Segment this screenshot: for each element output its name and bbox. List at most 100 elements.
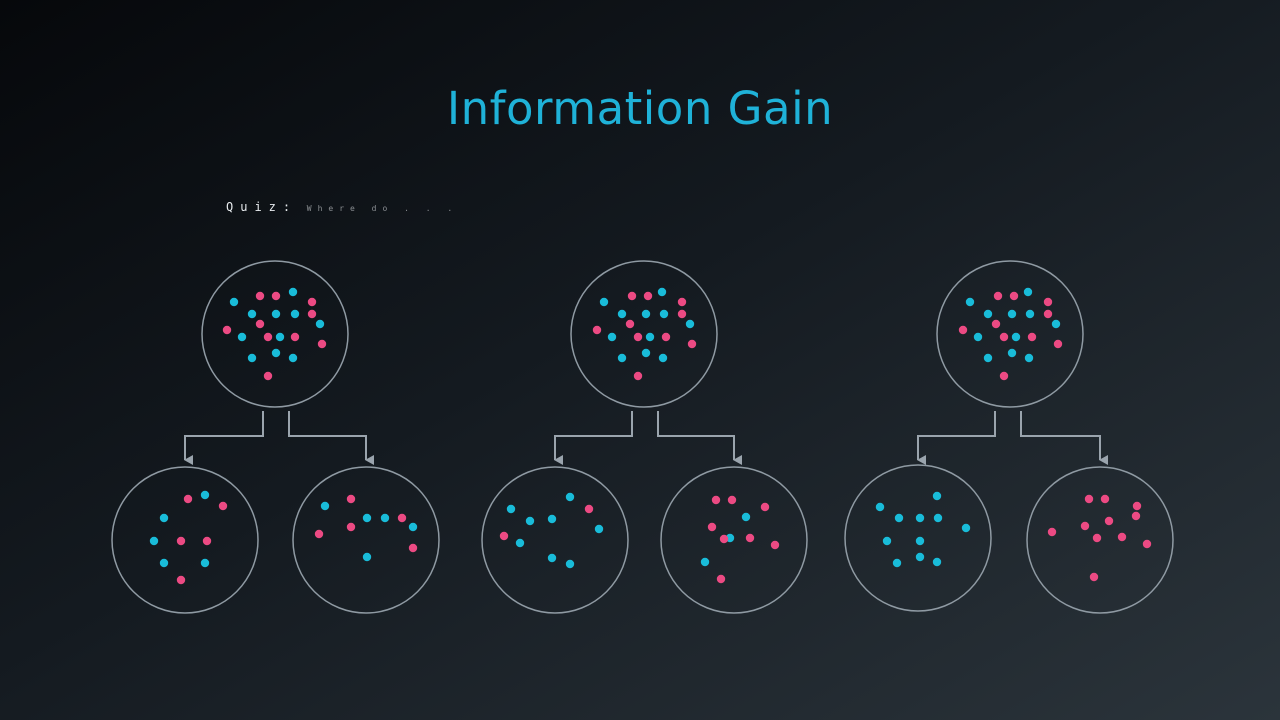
pink-data-point — [1009, 291, 1019, 301]
pink-data-point — [1084, 494, 1094, 504]
cyan-data-point — [1024, 353, 1034, 363]
split-1-left-connector — [184, 411, 264, 465]
cyan-data-point — [288, 287, 298, 297]
cyan-data-point — [1051, 319, 1061, 329]
cyan-data-point — [515, 538, 525, 548]
cyan-data-point — [894, 513, 904, 523]
pink-data-point — [290, 332, 300, 342]
pink-data-point — [1027, 332, 1037, 342]
cyan-data-point — [1025, 309, 1035, 319]
pink-data-point — [408, 543, 418, 553]
pink-data-point — [1047, 527, 1057, 537]
cyan-data-point — [320, 501, 330, 511]
cyan-data-point — [237, 332, 247, 342]
split-3-left-child-circle — [844, 464, 992, 612]
split-2-left-connector — [554, 411, 633, 465]
cyan-data-point — [547, 553, 557, 563]
split-2-right-child-node — [660, 466, 808, 614]
cyan-data-point — [875, 502, 885, 512]
cyan-data-point — [200, 490, 210, 500]
pink-data-point — [993, 291, 1003, 301]
cyan-data-point — [617, 309, 627, 319]
split-3-right-child-node — [1026, 466, 1174, 614]
cyan-data-point — [200, 558, 210, 568]
split-1-left-child-circle — [111, 466, 259, 614]
split-2-left-child-node — [481, 466, 629, 614]
pink-data-point — [760, 502, 770, 512]
cyan-data-point — [247, 353, 257, 363]
pink-data-point — [1131, 511, 1141, 521]
pink-data-point — [719, 534, 729, 544]
cyan-data-point — [565, 559, 575, 569]
split-2-right-connector — [657, 411, 742, 465]
split-3-root-circle — [936, 260, 1084, 408]
split-3-left-child-node — [844, 464, 992, 612]
pink-data-point — [958, 325, 968, 335]
cyan-data-point — [932, 491, 942, 501]
pink-data-point — [1043, 297, 1053, 307]
pink-data-point — [707, 522, 717, 532]
cyan-data-point — [362, 513, 372, 523]
cyan-data-point — [700, 557, 710, 567]
cyan-data-point — [288, 353, 298, 363]
pink-data-point — [176, 575, 186, 585]
cyan-data-point — [973, 332, 983, 342]
pink-data-point — [317, 339, 327, 349]
pink-data-point — [1053, 339, 1063, 349]
pink-data-point — [1092, 533, 1102, 543]
pink-data-point — [711, 495, 721, 505]
pink-data-point — [183, 494, 193, 504]
pink-data-point — [770, 540, 780, 550]
pink-data-point — [499, 531, 509, 541]
cyan-data-point — [1007, 348, 1017, 358]
split-1-right-connector — [288, 411, 374, 465]
split-3-right-child-circle — [1026, 466, 1174, 614]
cyan-data-point — [408, 522, 418, 532]
pink-data-point — [346, 494, 356, 504]
pink-data-point — [627, 291, 637, 301]
pink-data-point — [687, 339, 697, 349]
quiz-question-text: Where do . . . — [306, 204, 459, 213]
pink-data-point — [999, 371, 1009, 381]
pink-data-point — [346, 522, 356, 532]
cyan-data-point — [290, 309, 300, 319]
split-1-group — [111, 260, 440, 614]
cyan-data-point — [892, 558, 902, 568]
pink-data-point — [1100, 494, 1110, 504]
pink-data-point — [1089, 572, 1099, 582]
split-2-root-circle — [570, 260, 718, 408]
cyan-data-point — [599, 297, 609, 307]
pink-data-point — [218, 501, 228, 511]
pink-data-point — [727, 495, 737, 505]
pink-data-point — [991, 319, 1001, 329]
pink-data-point — [584, 504, 594, 514]
split-1-left-child-node — [111, 466, 259, 614]
pink-data-point — [661, 332, 671, 342]
cyan-data-point — [933, 513, 943, 523]
cyan-data-point — [965, 297, 975, 307]
cyan-data-point — [915, 552, 925, 562]
quiz-prompt: Quiz: Where do . . . — [226, 196, 458, 215]
pink-data-point — [1132, 501, 1142, 511]
cyan-data-point — [932, 557, 942, 567]
slide-title: Information Gain — [446, 82, 834, 135]
pink-data-point — [307, 309, 317, 319]
cyan-data-point — [275, 332, 285, 342]
pink-data-point — [307, 297, 317, 307]
pink-data-point — [592, 325, 602, 335]
cyan-data-point — [159, 558, 169, 568]
cyan-data-point — [362, 552, 372, 562]
cyan-data-point — [247, 309, 257, 319]
pink-data-point — [271, 291, 281, 301]
split-3-root-node — [936, 260, 1084, 408]
split-2-root-node — [570, 260, 718, 408]
pink-data-point — [263, 371, 273, 381]
cyan-data-point — [645, 332, 655, 342]
pink-data-point — [999, 332, 1009, 342]
pink-data-point — [633, 332, 643, 342]
cyan-data-point — [607, 332, 617, 342]
pink-data-point — [1104, 516, 1114, 526]
cyan-data-point — [271, 348, 281, 358]
pink-data-point — [1142, 539, 1152, 549]
